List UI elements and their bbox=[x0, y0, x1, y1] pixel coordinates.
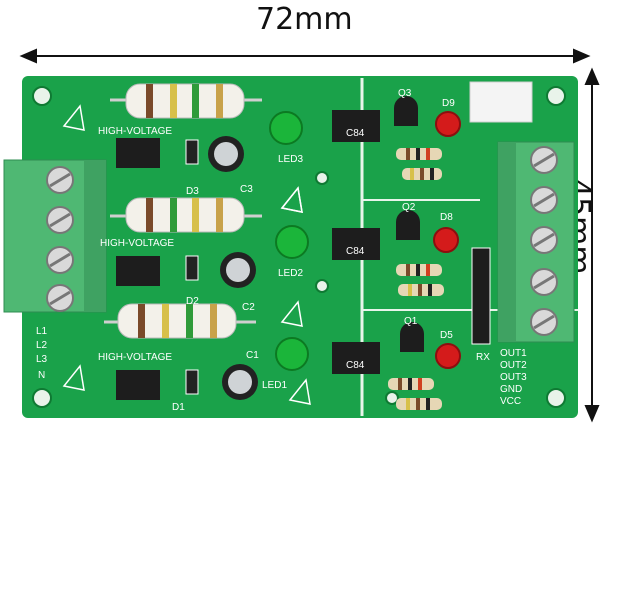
optocouplers: C84 C84 C84 bbox=[332, 110, 380, 374]
high-voltage-label: HIGH-VOLTAGE bbox=[98, 126, 172, 137]
input-label: N bbox=[38, 370, 45, 381]
header-connector bbox=[469, 81, 533, 123]
diode-label: D2 bbox=[186, 296, 199, 307]
output-label: OUT3 bbox=[500, 372, 527, 383]
transistors bbox=[394, 96, 424, 352]
green-leds bbox=[269, 111, 309, 371]
transistor-label: Q2 bbox=[402, 202, 416, 213]
power-resistors bbox=[104, 83, 262, 339]
indicator-label: D5 bbox=[440, 330, 453, 341]
warning-icons bbox=[62, 104, 311, 405]
transistor-label: Q3 bbox=[398, 88, 412, 99]
led-label: LED1 bbox=[262, 380, 287, 391]
indicator-label: D8 bbox=[440, 212, 453, 223]
capacitor-label: C1 bbox=[246, 350, 259, 361]
capacitor-label: C2 bbox=[242, 302, 255, 313]
optocoupler-marking: C84 bbox=[346, 128, 365, 139]
led-label: LED2 bbox=[278, 268, 303, 279]
red-leds bbox=[433, 111, 461, 369]
bridge-rectifiers bbox=[116, 138, 160, 400]
high-voltage-label: HIGH-VOLTAGE bbox=[100, 238, 174, 249]
input-label: L2 bbox=[36, 340, 48, 351]
input-label: L1 bbox=[36, 326, 48, 337]
input-terminal-block bbox=[3, 159, 107, 313]
mounting-holes bbox=[32, 86, 566, 408]
resistor-network bbox=[471, 247, 491, 345]
indicator-label: D9 bbox=[442, 98, 455, 109]
transistor-label: Q1 bbox=[404, 316, 418, 327]
diode-label: D1 bbox=[172, 402, 185, 413]
capacitors bbox=[208, 136, 258, 400]
diode-label: D3 bbox=[186, 186, 199, 197]
high-voltage-labels: HIGH-VOLTAGE HIGH-VOLTAGE HIGH-VOLTAGE bbox=[98, 126, 174, 363]
width-dimension-arrow bbox=[19, 48, 591, 64]
silkscreen-labels: L1 L2 L3 N LED3 LED2 LED1 D3 D2 D1 C3 C2… bbox=[36, 88, 527, 413]
led-label: LED3 bbox=[278, 154, 303, 165]
output-terminal-block bbox=[497, 141, 575, 343]
output-label: OUT2 bbox=[500, 360, 527, 371]
high-voltage-label: HIGH-VOLTAGE bbox=[98, 352, 172, 363]
output-label: VCC bbox=[500, 396, 521, 407]
smd-diodes bbox=[185, 139, 199, 395]
input-label: L3 bbox=[36, 354, 48, 365]
optocoupler-marking: C84 bbox=[346, 360, 365, 371]
height-dimension-arrow bbox=[584, 67, 600, 423]
width-dimension-label: 72mm bbox=[256, 2, 353, 37]
rx-label: RX bbox=[476, 352, 490, 363]
output-label: GND bbox=[500, 384, 522, 395]
optocoupler-marking: C84 bbox=[346, 246, 365, 257]
capacitor-label: C3 bbox=[240, 184, 253, 195]
output-label: OUT1 bbox=[500, 348, 527, 359]
small-resistors bbox=[388, 148, 444, 410]
